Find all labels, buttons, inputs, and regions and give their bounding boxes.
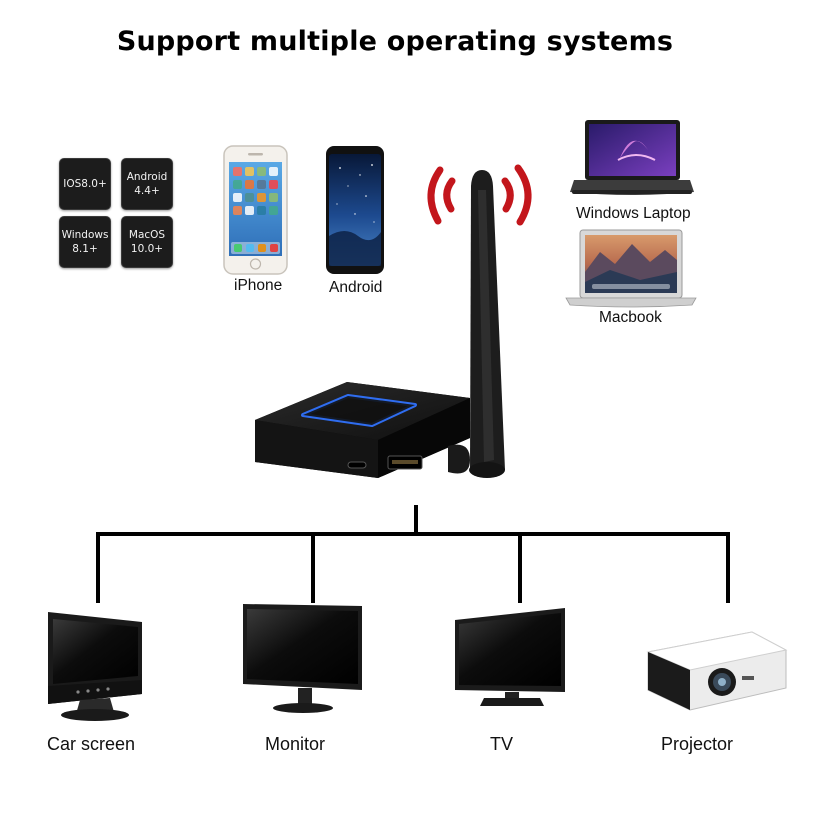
monitor-icon (243, 604, 362, 713)
android-phone-icon (326, 146, 384, 274)
os-badge-ios: IOS8.0+ (59, 158, 111, 210)
os-badge-windows-version: 8.1+ (72, 243, 98, 255)
windows-laptop-label: Windows Laptop (576, 205, 691, 222)
car-screen-label: Car screen (47, 734, 136, 754)
os-badge-ios-text: IOS8.0+ (63, 178, 107, 190)
antenna-icon (469, 170, 505, 478)
os-badge-windows: Windows 8.1+ (59, 216, 111, 268)
os-badge-macos: MacOS 10.0+ (121, 216, 173, 268)
os-badge-android-name: Android (126, 171, 168, 183)
wifi-signal-icon (427, 164, 532, 226)
page-title: Support multiple operating systems (116, 26, 674, 57)
iphone-icon (223, 145, 288, 275)
windows-laptop-icon (570, 120, 694, 195)
os-badge-android-version: 4.4+ (134, 185, 160, 197)
os-badge-macos-name: MacOS (128, 229, 166, 241)
car-screen-icon (48, 612, 142, 721)
macbook-icon (565, 229, 697, 308)
wireless-display-dongle-icon (255, 382, 470, 478)
projector-label: Projector (661, 734, 734, 754)
iphone-label: iPhone (234, 277, 283, 294)
macbook-label: Macbook (599, 309, 662, 326)
monitor-label: Monitor (265, 734, 326, 754)
projector-icon (646, 631, 788, 711)
os-badge-windows-name: Windows (61, 229, 109, 241)
os-badge-macos-version: 10.0+ (130, 243, 164, 255)
tv-icon (455, 608, 565, 706)
os-badge-android: Android 4.4+ (121, 158, 173, 210)
connection-lines (96, 505, 730, 603)
tv-label: TV (490, 734, 514, 754)
android-label: Android (329, 279, 383, 296)
